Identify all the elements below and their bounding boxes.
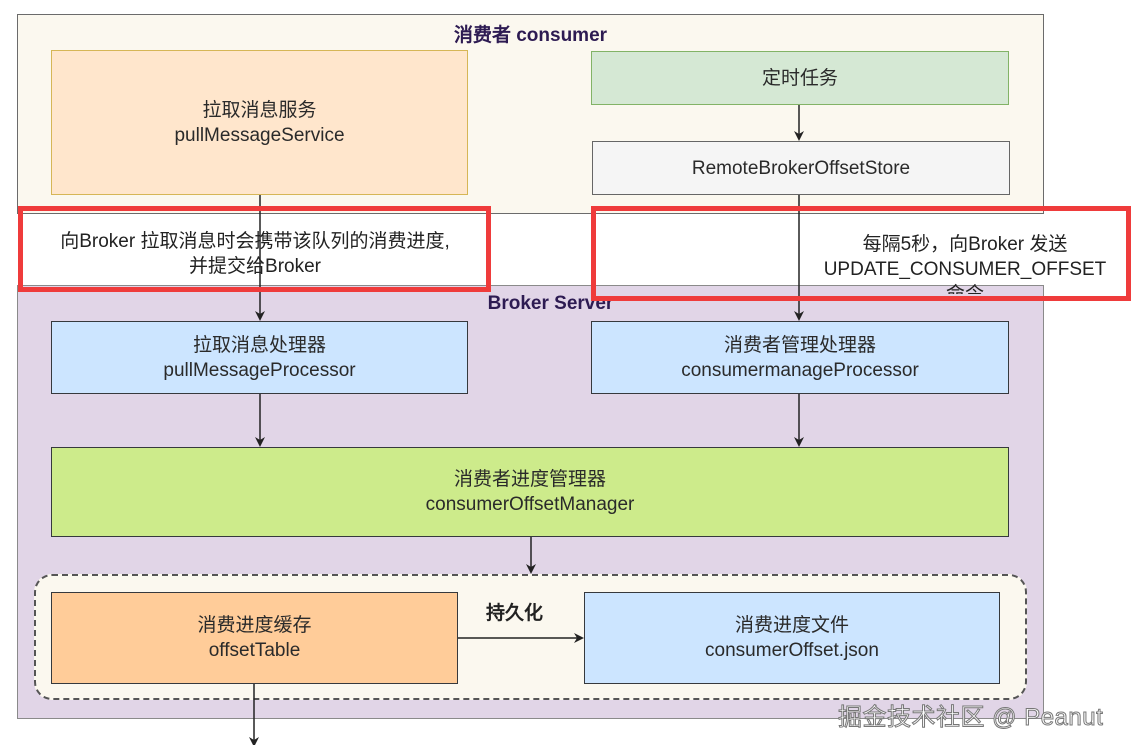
pull-message-service-zh: 拉取消息服务 [202, 99, 317, 121]
watermark: 掘金技术社区 @ Peanut [837, 704, 1104, 732]
remote-broker-offset-store-box: RemoteBrokerOffsetStore [592, 141, 1010, 195]
note-band [17, 213, 1044, 286]
pull-message-service-box: 拉取消息服务 pullMessageService [51, 50, 468, 195]
broker-title: Broker Server [487, 293, 614, 314]
note-left: 向Broker 拉取消息时会携带该队列的消费进度, 并提交给Broker [22, 229, 488, 279]
consumer-manage-processor-en: consumermanageProcessor [681, 359, 919, 381]
consumer-offset-manager-zh: 消费者进度管理器 [453, 469, 606, 490]
offset-table-zh: 消费进度缓存 [197, 615, 312, 636]
scheduled-task-label: 定时任务 [761, 67, 838, 89]
note-right-line1: 每隔5秒，向Broker 发送 [862, 234, 1068, 255]
note-left-line2: 并提交给Broker [189, 256, 321, 277]
persist-label: 持久化 [486, 603, 544, 624]
consumer-manage-processor-zh: 消费者管理处理器 [723, 334, 876, 356]
consumer-offset-json-zh: 消费进度文件 [734, 615, 849, 636]
offset-table-en: offsetTable [208, 640, 301, 661]
consumer-title: 消费者 consumer [453, 25, 608, 46]
pull-message-service-en: pullMessageService [174, 124, 345, 146]
pull-message-processor-en: pullMessageProcessor [163, 359, 356, 381]
note-right: 每隔5秒，向Broker 发送 UPDATE_CONSUMER_OFFSET 命… [800, 232, 1130, 294]
note-right-line3: 命令 [800, 282, 1130, 294]
consumer-offset-manager-en: consumerOffsetManager [425, 494, 635, 515]
remote-broker-offset-store-label: RemoteBrokerOffsetStore [691, 157, 911, 179]
highlight-box-right [591, 206, 1131, 301]
scheduled-task-box: 定时任务 [591, 51, 1009, 105]
pull-message-processor-zh: 拉取消息处理器 [192, 334, 326, 356]
consumer-offset-manager-box: 消费者进度管理器 consumerOffsetManager [51, 447, 1009, 537]
consumer-offset-json-box: 消费进度文件 consumerOffset.json [584, 592, 1000, 684]
note-left-line1: 向Broker 拉取消息时会携带该队列的消费进度, [60, 231, 450, 252]
offset-table-box: 消费进度缓存 offsetTable [51, 592, 458, 684]
consumer-manage-processor-box: 消费者管理处理器 consumermanageProcessor [591, 321, 1009, 394]
note-right-line2: UPDATE_CONSUMER_OFFSET [823, 259, 1107, 280]
consumer-offset-json-en: consumerOffset.json [705, 640, 879, 661]
highlight-box-left [18, 206, 491, 292]
pull-message-processor-box: 拉取消息处理器 pullMessageProcessor [51, 321, 468, 394]
